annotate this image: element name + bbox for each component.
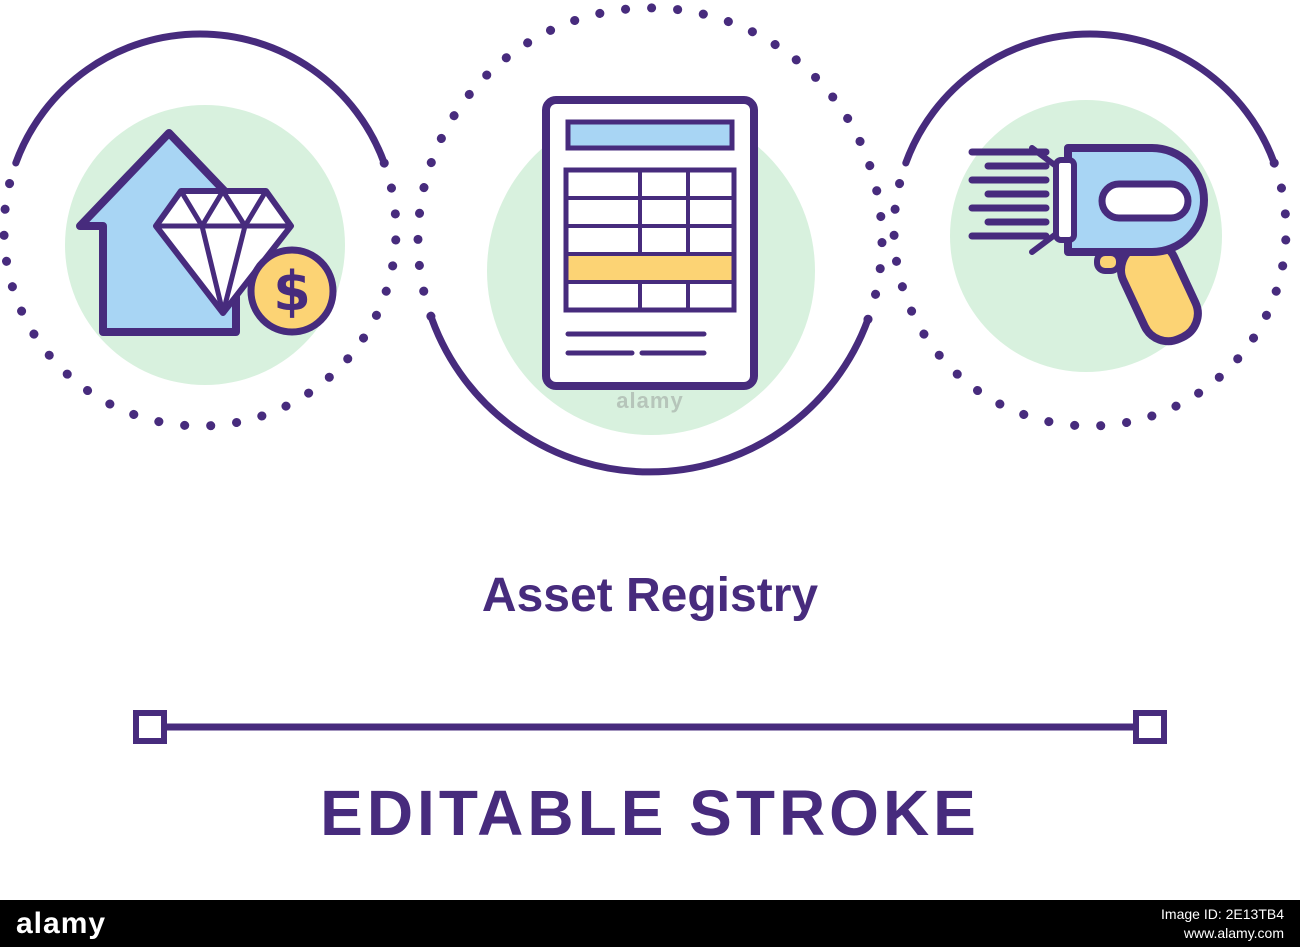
alamy-logo: alamy bbox=[16, 906, 107, 940]
alamy-url: www.alamy.com bbox=[1183, 924, 1284, 941]
concept-title: Asset Registry bbox=[481, 569, 819, 622]
dotted-circle bbox=[413, 3, 887, 324]
highlighted-table-row bbox=[566, 254, 734, 282]
alamy-watermark-bar: alamy Image ID: 2E13TB4 www.alamy.com bbox=[0, 900, 1300, 947]
table-grid bbox=[566, 170, 734, 310]
registry-document-icon bbox=[413, 3, 887, 476]
stroke-endpoint-right bbox=[1133, 710, 1167, 744]
barcode-lines bbox=[968, 148, 1050, 240]
dollar-coin-icon bbox=[247, 246, 337, 336]
document-text-lines bbox=[565, 331, 707, 356]
solid-arc bbox=[428, 315, 872, 476]
solid-arc bbox=[902, 30, 1278, 167]
scan-beam bbox=[1029, 145, 1059, 255]
dollar-sign: $ bbox=[273, 260, 311, 323]
scanner-nose bbox=[1053, 157, 1077, 243]
document-header-bar bbox=[565, 119, 735, 151]
stroke-endpoint-left bbox=[133, 710, 167, 744]
house-diamond-coin-icon: $ bbox=[0, 30, 401, 431]
faint-watermark: alamy bbox=[616, 388, 684, 413]
diamond-facets bbox=[153, 188, 294, 316]
scanner-slot bbox=[1098, 180, 1192, 222]
solid-arc bbox=[12, 30, 388, 167]
editable-stroke-line bbox=[133, 710, 1167, 744]
alamy-meta: Image ID: 2E13TB4 www.alamy.com bbox=[1161, 905, 1284, 943]
editable-stroke-label: EDITABLE STROKE bbox=[320, 777, 980, 849]
image-id: Image ID: 2E13TB4 bbox=[1161, 905, 1284, 922]
table-border bbox=[563, 167, 737, 313]
barcode-scanner-icon bbox=[889, 30, 1291, 431]
